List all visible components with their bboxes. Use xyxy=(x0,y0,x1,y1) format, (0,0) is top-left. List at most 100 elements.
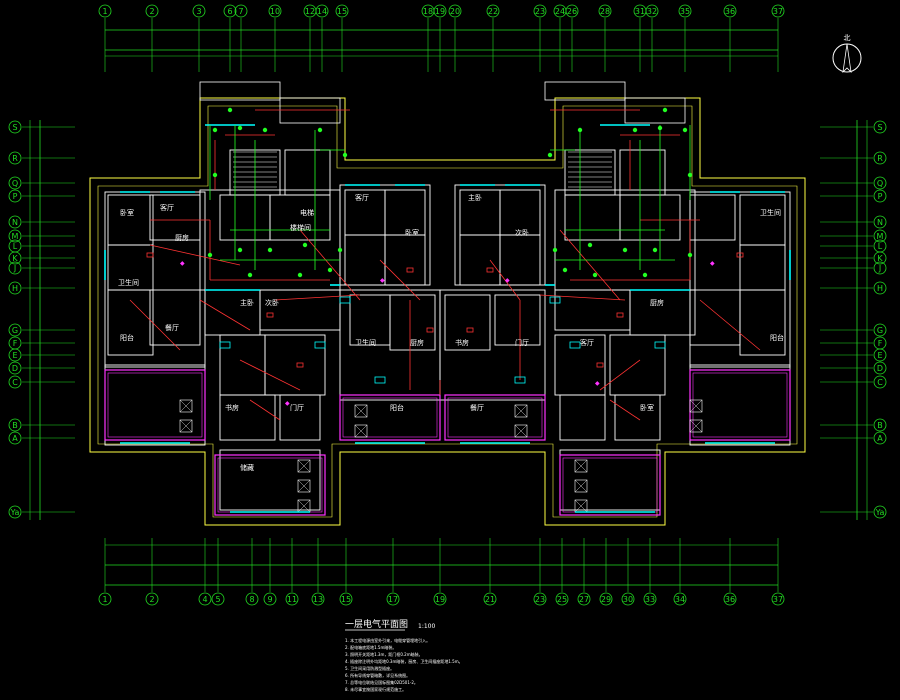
wall xyxy=(629,289,696,336)
left-axis-label: F xyxy=(13,339,18,348)
left-axis-bubble xyxy=(8,261,22,275)
equipment-symbol xyxy=(337,247,343,253)
bottom-axis-label: 1 xyxy=(102,595,107,604)
bottom-axis-label: 29 xyxy=(601,595,611,604)
top-axis-label: 3 xyxy=(196,7,201,16)
roof-projection xyxy=(279,97,341,124)
bottom-axis-label: 13 xyxy=(313,595,323,604)
unit-tag: ◆ xyxy=(595,380,600,387)
left-axis-label: L xyxy=(13,242,18,251)
bottom-axis-bubble xyxy=(98,592,112,606)
socket-symbol xyxy=(514,376,526,384)
distribution-box xyxy=(406,267,414,273)
wall xyxy=(554,289,631,331)
room-label: 餐厅 xyxy=(470,403,484,412)
top-axis-label: 22 xyxy=(488,7,498,16)
wiring-run xyxy=(129,299,181,351)
balcony-rail xyxy=(214,454,326,516)
top-axis-bubble xyxy=(234,4,248,18)
top-axis-label: 31 xyxy=(635,7,645,16)
fixture-diag xyxy=(297,459,311,473)
wall xyxy=(149,289,201,346)
fixture-box xyxy=(689,399,703,413)
room-label: 电梯 xyxy=(300,208,314,217)
top-axis-label: 2 xyxy=(149,7,154,16)
building-outline xyxy=(89,97,806,526)
room-label: 厨房 xyxy=(175,233,189,242)
fixture-diag xyxy=(354,404,368,418)
right-axis-label: J xyxy=(878,264,881,273)
left-axis-label: G xyxy=(12,326,18,335)
room-label: 楼梯间 xyxy=(290,223,311,232)
bottom-axis-label: 27 xyxy=(579,595,589,604)
right-axis-label: D xyxy=(877,364,883,373)
distribution-box xyxy=(616,312,624,318)
fixture-diag xyxy=(179,419,193,433)
distribution-box xyxy=(466,327,474,333)
bottom-axis-label: 15 xyxy=(341,595,351,604)
left-axis-bubble xyxy=(8,431,22,445)
wiring-run xyxy=(539,294,626,301)
bottom-axis-label: 36 xyxy=(725,595,735,604)
equipment-symbol xyxy=(652,247,658,253)
bottom-axis-label: 8 xyxy=(249,595,254,604)
balcony-rail-inner xyxy=(692,372,788,438)
fixture-box xyxy=(574,479,588,493)
socket-symbol xyxy=(569,341,581,349)
wall xyxy=(349,294,391,346)
wall xyxy=(219,194,271,241)
bottom-axis-label: 17 xyxy=(388,595,398,604)
room-label: 餐厅 xyxy=(165,323,179,332)
distribution-box xyxy=(486,267,494,273)
wall xyxy=(619,194,681,241)
top-axis-label: 37 xyxy=(773,7,783,16)
right-axis-label: N xyxy=(877,218,883,227)
room-label: 阳台 xyxy=(120,333,134,342)
right-axis-label: A xyxy=(877,434,883,443)
wall xyxy=(444,394,546,441)
left-axis-label: M xyxy=(12,232,19,241)
wiring-run xyxy=(699,299,761,351)
top-axis-bubble xyxy=(486,4,500,18)
wiring-run xyxy=(249,399,281,421)
room-label: 客厅 xyxy=(580,338,594,347)
wall xyxy=(619,149,666,196)
wall xyxy=(204,289,261,336)
fixture-diag xyxy=(354,424,368,438)
wall xyxy=(259,289,341,331)
fixture-diag xyxy=(574,499,588,513)
socket-symbol xyxy=(219,341,231,349)
unit-tag: ◆ xyxy=(380,277,385,284)
equipment-symbol xyxy=(227,107,233,113)
equipment-symbol xyxy=(327,267,333,273)
fixture-box xyxy=(297,479,311,493)
bottom-axis-bubble xyxy=(643,592,657,606)
fixture-box xyxy=(689,419,703,433)
fixture-diag xyxy=(297,499,311,513)
wall xyxy=(219,394,276,441)
top-axis-label: 28 xyxy=(600,7,610,16)
fixture-box xyxy=(574,459,588,473)
socket-symbol xyxy=(314,341,326,349)
room-label: 卫生间 xyxy=(760,208,781,217)
top-axis-label: 6 xyxy=(227,7,232,16)
room-label: 门厅 xyxy=(515,338,529,347)
note-line: 1. 本工程电源由室外引来，电缆穿管埋地引入。 xyxy=(345,637,430,643)
bottom-axis-bubble xyxy=(198,592,212,606)
top-axis-label: 24 xyxy=(555,7,565,16)
right-axis-bubble xyxy=(873,229,887,243)
fixture-box xyxy=(514,424,528,438)
top-axis-bubble xyxy=(723,4,737,18)
top-axis-bubble xyxy=(565,4,579,18)
right-axis-label: H xyxy=(877,284,883,293)
bottom-axis-bubble xyxy=(211,592,225,606)
wall xyxy=(739,289,786,356)
left-axis-label: A xyxy=(12,434,18,443)
wiring-run xyxy=(149,244,241,266)
bottom-axis-bubble xyxy=(723,592,737,606)
top-axis-label: 19 xyxy=(435,7,445,16)
equipment-symbol xyxy=(662,107,668,113)
bottom-axis-label: 33 xyxy=(645,595,655,604)
fixture-diag xyxy=(179,399,193,413)
equipment-symbol xyxy=(207,252,213,258)
